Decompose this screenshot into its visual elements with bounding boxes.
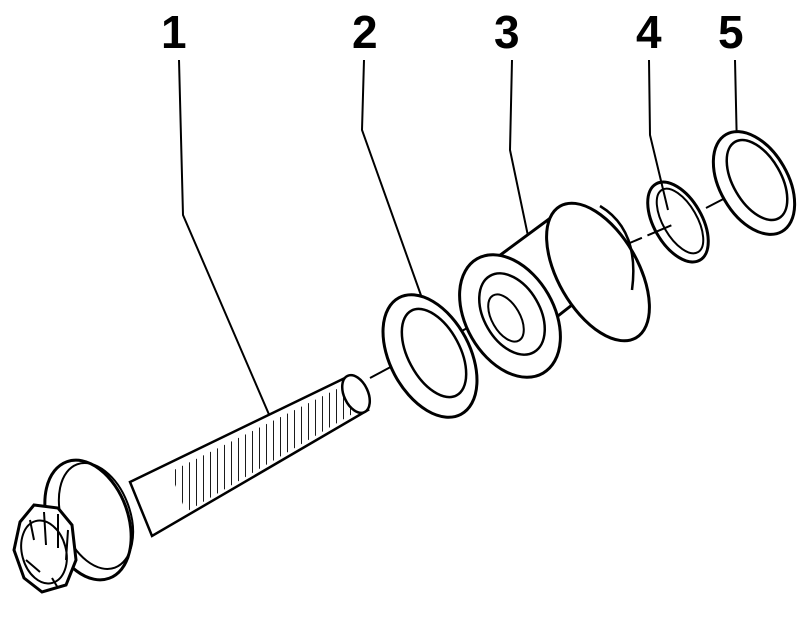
part-5-washer bbox=[711, 130, 797, 236]
leader-line-2 bbox=[360, 59, 429, 316]
bolt-shank bbox=[128, 373, 372, 538]
leader-line-3 bbox=[508, 59, 533, 256]
part-4-snap-ring bbox=[646, 180, 710, 264]
callout-4: 4 bbox=[636, 6, 662, 58]
callout-1: 1 bbox=[161, 6, 187, 58]
bolt-head-12-point bbox=[12, 503, 78, 594]
callout-5: 5 bbox=[718, 6, 744, 58]
callout-numbers: 1 2 3 4 5 bbox=[161, 6, 744, 58]
part-1-flange-bolt bbox=[12, 373, 372, 594]
part-3-bushing-sleeve bbox=[458, 201, 651, 379]
leader-line-1 bbox=[178, 59, 281, 441]
callout-3: 3 bbox=[494, 6, 520, 58]
leader-line-4 bbox=[648, 59, 669, 211]
part-2-washer bbox=[381, 293, 479, 419]
callout-2: 2 bbox=[352, 6, 378, 58]
